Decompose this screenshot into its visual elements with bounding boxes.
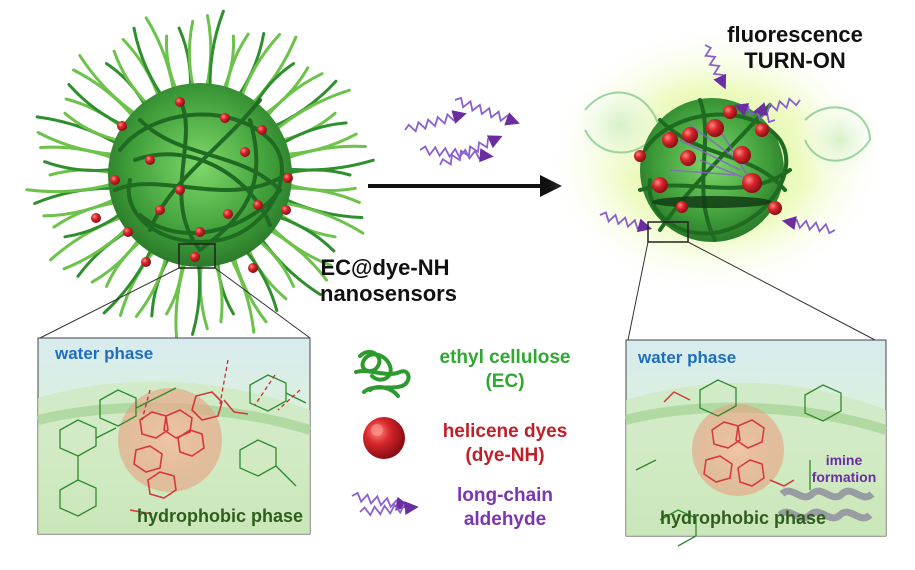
dye-particle [175,185,185,195]
dye-particle [676,201,688,213]
aldehyde-molecule [733,103,776,124]
dye-particle [220,113,230,123]
dye-particle [283,173,293,183]
dye-particle [195,227,205,237]
imine-text: imine [825,452,863,468]
dye-particle [257,125,267,135]
aldehyde-molecule [781,216,836,235]
formation-text: formation [811,469,877,485]
turn-on-text: TURN-ON [744,48,846,73]
dye-particles-right [634,105,782,215]
legend-dye-label: helicene dyes (dye-NH) [420,420,590,468]
dye-particle [91,213,101,223]
nanosensor-name: EC@dye-NH [320,255,450,280]
ec-core-strands [113,98,287,253]
dye-particle [652,177,668,193]
dye-legend-icon [363,417,405,459]
ec-chain [278,158,375,172]
dye-particle [634,150,646,162]
legend-ec-label: ethyl cellulose (EC) [420,346,590,394]
aldehyde-molecule [752,97,801,116]
dye-particle [223,209,233,219]
dye-particle [123,227,133,237]
ec-chain [25,180,122,194]
dye-particle [733,146,751,164]
ec-chain [36,131,125,157]
helicene-dye-zoom [118,388,222,492]
water-phase-label-right: water phase [638,348,737,367]
dye-particle [117,121,127,131]
dye-particle [190,252,200,262]
aldehyde-molecule [439,135,503,166]
aldehyde-molecule [704,44,727,90]
dye-particle [662,132,678,148]
dye-particle [723,105,737,119]
dye-particle [680,150,696,166]
fluorescence-label: fluorescence TURN-ON [720,22,870,74]
reaction-arrow [368,175,562,197]
ec-core-strands [638,98,792,242]
legend-aldehyde-label: long-chain aldehyde [420,484,590,532]
dye-particle [682,127,698,143]
dye-particle [253,200,263,210]
dye-particle [281,205,291,215]
aldehyde-legend-icon [351,491,419,517]
aldehyde-molecule [454,96,520,126]
zoom-panel-left [36,337,312,535]
zoom-line [39,267,180,339]
legend-aldehyde-line1: long-chain [456,485,554,506]
dye-particle [768,201,782,215]
zoom-line [214,267,311,339]
nanosensor-word: nanosensors [320,281,457,306]
legend-aldehyde-line2: aldehyde [463,509,547,530]
nanosensor-right [545,25,885,341]
dye-particle [755,123,769,137]
aldehyde-molecule [419,145,494,163]
dye-particle [706,119,724,137]
zoom-region-right [647,221,689,243]
legend-dye-line1: helicene dyes [442,421,568,442]
dye-particle [240,147,250,157]
dye-particle [145,155,155,165]
legend-ec-line1: ethyl cellulose [439,347,571,368]
hydrophobic-phase-label-left: hydrophobic phase [137,506,304,526]
ec-legend-icon [354,349,411,398]
nanosensor-label: EC@dye-NH nanosensors [320,255,457,307]
imine-formation-label: imine formation [810,452,878,486]
water-phase-label-left: water phase [55,344,154,363]
fluorescence-text: fluorescence [727,22,863,47]
hydrophobic-phase-label-right: hydrophobic phase [660,508,827,528]
ec-chemical-structure [59,374,307,517]
dye-particle [175,97,185,107]
faded-nanosensor [795,95,885,185]
dye-particle [141,257,151,267]
aldehyde-molecule [359,501,419,517]
dye-particle [742,173,762,193]
aldehyde-group-right [599,44,836,235]
zoom-region-left [178,243,216,269]
helicene-structure [129,391,249,515]
nanosensor-left [25,9,375,341]
dye-particle [155,205,165,215]
aldehyde-group-middle [404,96,520,166]
legend-ec-line2: (EC) [485,371,525,392]
aldehyde-molecule [404,110,467,133]
zoom-panel-right [624,339,888,547]
dye-particle [248,263,258,273]
dye-particle [110,175,120,185]
legend-dye-line2: (dye-NH) [465,445,545,466]
dye-particles-left [91,97,293,273]
aldehyde-chain-zoom [779,487,875,501]
